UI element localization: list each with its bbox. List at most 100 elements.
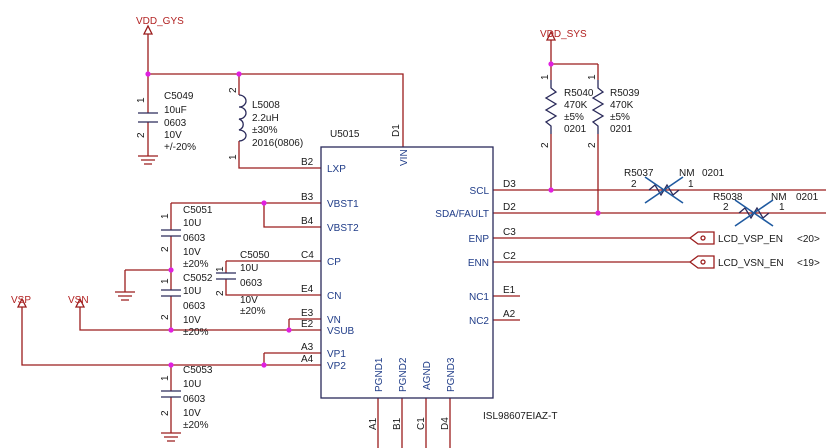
inductor-l5008 bbox=[238, 94, 247, 142]
component-ref: C5052 bbox=[183, 273, 213, 284]
pin-name: CP bbox=[327, 257, 341, 268]
pin-number: 2 bbox=[160, 314, 171, 320]
ic-labels: U5015 ISL98607EIAZ-T D1 VIN LXP B2 VBST1… bbox=[301, 124, 557, 430]
pin-name: PGND2 bbox=[398, 357, 409, 392]
pin-name: SCL bbox=[470, 186, 490, 197]
component-value: 2.2uH bbox=[252, 113, 279, 124]
capacitor-c5053 bbox=[161, 390, 181, 398]
ic-ref: U5015 bbox=[330, 129, 360, 140]
pin-name: ENP bbox=[468, 234, 489, 245]
symbols bbox=[16, 24, 774, 442]
component-value: ±20% bbox=[183, 327, 209, 338]
junction-dot bbox=[548, 187, 554, 193]
pin-name: ENN bbox=[468, 258, 489, 269]
pin-number: 1 bbox=[215, 266, 226, 272]
pin-name: CN bbox=[327, 291, 341, 302]
component-package: 0201 bbox=[796, 192, 819, 203]
pin-number: B4 bbox=[301, 216, 314, 227]
net-ref-lcd-vsp-en: <20> bbox=[797, 234, 820, 245]
component-value: 2016(0806) bbox=[252, 138, 303, 149]
pin-name: VBST1 bbox=[327, 199, 359, 210]
pin-number: E2 bbox=[301, 319, 314, 330]
capacitor-c5050 bbox=[216, 272, 236, 280]
pin-number: D1 bbox=[391, 124, 402, 137]
pin-name: AGND bbox=[422, 361, 433, 390]
junction-dot bbox=[168, 327, 174, 333]
component-value: ±5% bbox=[564, 112, 584, 123]
pin-number: A4 bbox=[301, 354, 314, 365]
junction-dot bbox=[548, 61, 554, 67]
resistor-r5040 bbox=[544, 80, 558, 134]
pin-number: 1 bbox=[160, 278, 171, 284]
resistor-r5039 bbox=[591, 80, 605, 134]
component-ref: L5008 bbox=[252, 100, 280, 111]
pin-name: PGND1 bbox=[374, 357, 385, 392]
component-ref: R5040 bbox=[564, 88, 594, 99]
component-value: ±20% bbox=[240, 306, 266, 317]
component-value: 10uF bbox=[164, 105, 187, 116]
pin-name: VSUB bbox=[327, 326, 355, 337]
component-value: 10U bbox=[183, 286, 201, 297]
vdd-sys-arrow bbox=[545, 30, 557, 41]
pin-number: C1 bbox=[416, 417, 427, 430]
component-labels: C5049 10uF 0603 10V +/-20% 1 2 L5008 2.2… bbox=[136, 74, 819, 431]
pin-name: VP2 bbox=[327, 361, 346, 372]
component-value: 10V bbox=[183, 247, 201, 258]
pin-number: C2 bbox=[503, 251, 516, 262]
component-value: 10V bbox=[240, 295, 258, 306]
component-value: 0603 bbox=[183, 301, 206, 312]
pin-name: NC1 bbox=[469, 292, 489, 303]
pin-number: 2 bbox=[160, 410, 171, 416]
pin-number: 2 bbox=[540, 142, 551, 148]
pin-number: A2 bbox=[503, 309, 516, 320]
pin-number: 1 bbox=[540, 74, 551, 80]
component-value: 470K bbox=[610, 100, 634, 111]
component-value: +/-20% bbox=[164, 142, 196, 153]
pin-number: D4 bbox=[440, 417, 451, 430]
net-label-vdd-gys: VDD_GYS bbox=[136, 16, 184, 27]
vdd-gys-arrow bbox=[142, 24, 154, 35]
pin-number: 1 bbox=[228, 154, 239, 160]
junction-dot bbox=[286, 327, 292, 333]
component-ref: R5037 bbox=[624, 168, 654, 179]
resistor-r5038-nm bbox=[734, 199, 774, 227]
component-value: 0603 bbox=[240, 278, 263, 289]
component-ref: C5050 bbox=[240, 250, 270, 261]
pin-number: 2 bbox=[228, 87, 239, 93]
junction-dot bbox=[168, 267, 174, 273]
capacitor-c5052 bbox=[161, 289, 181, 297]
net-labels: VDD_GYS VDD_SYS VSP VSN LCD_VSP_EN <20> … bbox=[11, 16, 820, 306]
component-value: 0603 bbox=[183, 394, 206, 405]
pin-name: VN bbox=[327, 315, 341, 326]
pin-number: 2 bbox=[136, 132, 147, 138]
pin-number: 1 bbox=[779, 202, 785, 213]
pin-number: E1 bbox=[503, 285, 516, 296]
pin-name: VBST2 bbox=[327, 223, 359, 234]
component-value: 10U bbox=[183, 218, 201, 229]
component-value: ±20% bbox=[183, 420, 209, 431]
component-ref: C5051 bbox=[183, 205, 213, 216]
vsp-arrow bbox=[16, 297, 28, 308]
pin-name: VP1 bbox=[327, 349, 346, 360]
ground-symbol bbox=[115, 155, 181, 442]
net-label-lcd-vsp-en: LCD_VSP_EN bbox=[718, 234, 783, 245]
component-ref: C5053 bbox=[183, 365, 213, 376]
component-value: NM bbox=[679, 168, 695, 179]
pin-number: 2 bbox=[587, 142, 598, 148]
resistor-r5037-nm bbox=[644, 176, 684, 204]
net-label-vsp: VSP bbox=[11, 295, 31, 306]
pin-name: VIN bbox=[399, 149, 410, 166]
net-label-lcd-vsn-en: LCD_VSN_EN bbox=[718, 258, 784, 269]
component-value: ±5% bbox=[610, 112, 630, 123]
component-value: ±30% bbox=[252, 125, 278, 136]
component-value: 10U bbox=[240, 263, 258, 274]
pin-name: SDA/FAULT bbox=[435, 209, 489, 220]
pin-number: A1 bbox=[368, 417, 379, 430]
component-value: 10U bbox=[183, 379, 201, 390]
pin-number: B1 bbox=[392, 417, 403, 430]
component-value: 10V bbox=[183, 315, 201, 326]
component-value: 0603 bbox=[164, 118, 187, 129]
net-label-vsn: VSN bbox=[68, 295, 89, 306]
pin-number: B3 bbox=[301, 192, 314, 203]
